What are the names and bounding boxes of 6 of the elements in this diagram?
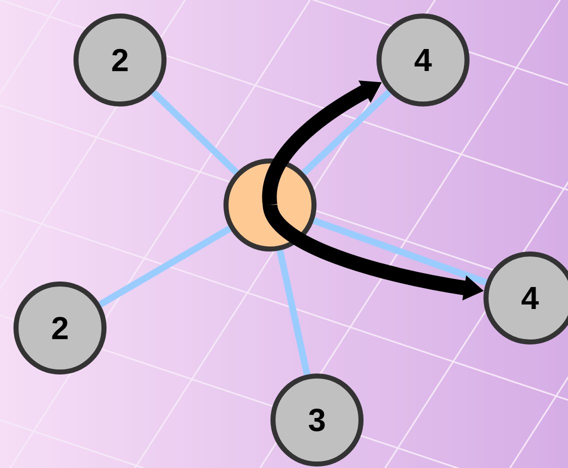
connecting-line <box>98 226 232 308</box>
connecting-line <box>151 90 239 176</box>
connecting-line <box>312 218 488 286</box>
center-circle <box>223 158 317 252</box>
connecting-line <box>301 90 392 176</box>
connecting-line <box>276 250 310 376</box>
